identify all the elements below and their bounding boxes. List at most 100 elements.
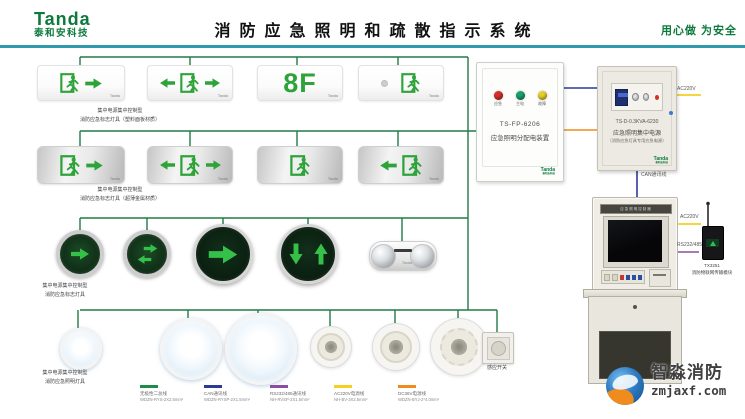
- downlight-ring: [439, 327, 479, 367]
- box-brand-mark: Tanda 泰和安科技: [540, 166, 555, 176]
- metal-sign-man-only: Tanda: [257, 146, 343, 184]
- sign-brand-mark: Tanda: [428, 93, 439, 98]
- running-man-icon: [402, 155, 423, 176]
- brand-slogan: 用心做 为安全: [660, 25, 737, 37]
- up-down-arrow-icon: [285, 247, 332, 261]
- arrow-left-icon: [380, 160, 397, 171]
- exit-sign-man-right: Tanda: [37, 65, 125, 101]
- wire-label-can: CAN通讯线: [641, 172, 667, 178]
- downlight-small: [310, 326, 352, 368]
- round-light-arrow-right: [56, 230, 104, 278]
- sensor-switch-face: [486, 336, 510, 360]
- row3-caption-line1: 集中电源集中控制型: [42, 283, 88, 289]
- running-man-icon: [180, 155, 201, 176]
- indicator-lamps: 应急 主电 故障: [477, 91, 563, 106]
- lamp-label: 应急: [494, 101, 502, 106]
- legend-swatch: [334, 385, 352, 388]
- lamp-emergency: 应急: [493, 91, 503, 106]
- blue-key-icon: [638, 274, 642, 280]
- red-button-icon: [655, 94, 659, 100]
- box-brand-sub: 泰和安科技: [542, 171, 555, 175]
- downlight-hole: [451, 339, 467, 355]
- running-man-icon: [180, 73, 200, 93]
- round-light-double-arrow: [123, 230, 171, 278]
- sign-brand-mark: Tanda: [217, 176, 228, 181]
- legend-name: RS232/485通讯线: [270, 390, 307, 396]
- legend-swatch: [140, 385, 158, 388]
- iot-module-name: 消防物联网传输模块: [691, 270, 733, 276]
- row2-caption: 集中电源集中控制型 消防应急标志灯具（超薄金属材质）: [45, 186, 195, 203]
- sensor-switch-label: 感应开关: [486, 365, 507, 371]
- lamp-label: 故障: [538, 101, 546, 106]
- distribution-box-name: 应急照明分配电装置: [490, 135, 550, 142]
- running-man-icon: [60, 155, 81, 176]
- legend-swatch: [204, 385, 222, 388]
- legend-swatch: [398, 385, 416, 388]
- sensor-switch: [482, 332, 514, 364]
- row3-caption: 集中电源集中控制型 消防应急标志灯具: [20, 282, 110, 299]
- knob-icon: [642, 93, 650, 101]
- wire-label-ac220v-console: AC220V: [680, 214, 699, 220]
- arrow-right-icon: [86, 160, 103, 171]
- power-box-model: TS-D-0.3KVA-6230: [615, 119, 659, 125]
- distribution-box-model: TS-FP-6206: [499, 121, 541, 128]
- arrow-right-icon: [205, 78, 220, 88]
- twin-lamp-right: [410, 244, 435, 269]
- lamp-fault: 故障: [537, 91, 547, 106]
- arrow-left-icon: [160, 160, 175, 170]
- lcd-display: [615, 88, 629, 106]
- double-arrow-icon: [137, 244, 158, 264]
- metal-sign-man-left: Tanda: [358, 146, 444, 184]
- arrow-down-icon: [289, 243, 303, 265]
- controller-keypad: [601, 270, 645, 284]
- distribution-box-panel: [482, 68, 558, 167]
- watermark-logo-icon: [606, 367, 644, 405]
- legend-spec: WDZN-RYS-2X2.5mm²: [140, 397, 184, 403]
- arrow-right-icon: [85, 78, 102, 89]
- power-box-name: 应急照明集中电源: [612, 131, 661, 137]
- running-man-icon: [60, 73, 80, 93]
- watermark-domain: zmjaxf.com: [651, 382, 727, 398]
- sign-brand-mark: Tanda: [428, 176, 439, 181]
- legend-spec: WDZN-BYJ-2*4.0mm²: [398, 397, 440, 403]
- red-key-icon: [620, 274, 624, 280]
- arrow-right-icon: [71, 248, 89, 260]
- floor-number: 8F: [283, 67, 317, 98]
- box-brand-name: Tanda: [653, 155, 668, 162]
- brand-logo: Tanda 泰和安科技: [34, 10, 91, 39]
- page-title: 消防应急照明和疏散指示系统: [214, 23, 540, 40]
- iot-transmission-module: [702, 226, 724, 260]
- sensor-switch-sensor: [490, 340, 506, 356]
- row4-caption-line2: 消防应急照明灯具: [44, 378, 85, 385]
- arrow-left-icon: [137, 255, 152, 264]
- wire-label-rs232: RS232/485: [677, 242, 703, 248]
- twin-lamp-left: [371, 244, 396, 269]
- printer-slot: [649, 269, 671, 287]
- key-icon: [604, 273, 610, 281]
- arrow-right-icon: [143, 244, 158, 253]
- twin-spot-emergency-light: Tanda: [369, 241, 437, 271]
- ceiling-light-medium: [160, 318, 222, 380]
- running-man-icon: [401, 73, 421, 93]
- box-brand-mark: Tanda 泰和安科技: [653, 155, 668, 165]
- ceiling-light-small: [60, 328, 102, 370]
- row4-caption-line1: 集中电源集中控制型: [42, 370, 88, 376]
- row3-caption-line2: 消防应急标志灯具: [44, 291, 85, 298]
- sign-dot: [381, 79, 388, 87]
- box-brand-name: Tanda: [540, 166, 555, 173]
- controller-nameplate: 应急照明控制器: [600, 204, 672, 214]
- monitor-screen: [608, 220, 662, 262]
- watermark-name: 智淼消防: [651, 363, 723, 382]
- sign-brand-mark: Tanda: [327, 176, 338, 181]
- exit-sign-double-arrow: Tanda: [147, 65, 233, 101]
- ceiling-light-large: [225, 313, 297, 385]
- green-lamp-icon: [515, 91, 525, 100]
- running-man-icon: [290, 155, 311, 176]
- sign-brand-mark: Tanda: [401, 260, 412, 265]
